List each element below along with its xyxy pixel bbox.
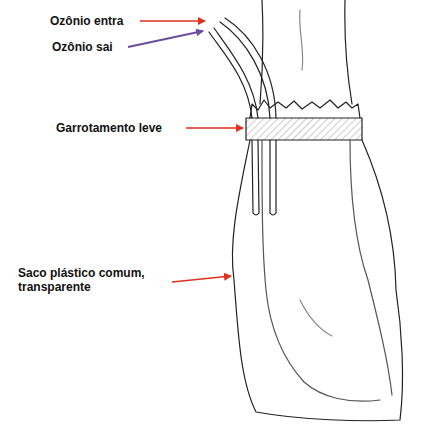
tube-in-end xyxy=(252,140,259,215)
leader-arrow xyxy=(186,127,243,129)
limb-crease xyxy=(300,10,303,70)
tube-out xyxy=(220,22,270,118)
label-ozone-out: Ozônio sai xyxy=(52,40,113,54)
leader-arrow xyxy=(140,20,205,22)
foot-outline xyxy=(350,140,392,395)
foot-outline xyxy=(262,140,380,401)
foot-crease xyxy=(300,300,332,336)
leader-arrow xyxy=(128,31,203,47)
tube-in xyxy=(214,28,258,118)
limb-outline xyxy=(345,0,352,104)
label-bag: Saco plástico comum, transparente xyxy=(18,266,168,294)
bag-ruffle xyxy=(250,100,360,118)
tube-out xyxy=(225,18,276,118)
label-tourniquet: Garrotamento leve xyxy=(56,121,162,135)
tube-in xyxy=(209,32,252,118)
tube-out-end xyxy=(270,140,276,215)
label-ozone-in: Ozônio entra xyxy=(50,14,123,28)
plastic-bag xyxy=(232,140,402,421)
leader-arrow xyxy=(172,276,231,282)
tourniquet-band xyxy=(246,118,362,140)
limb-outline xyxy=(260,0,263,104)
